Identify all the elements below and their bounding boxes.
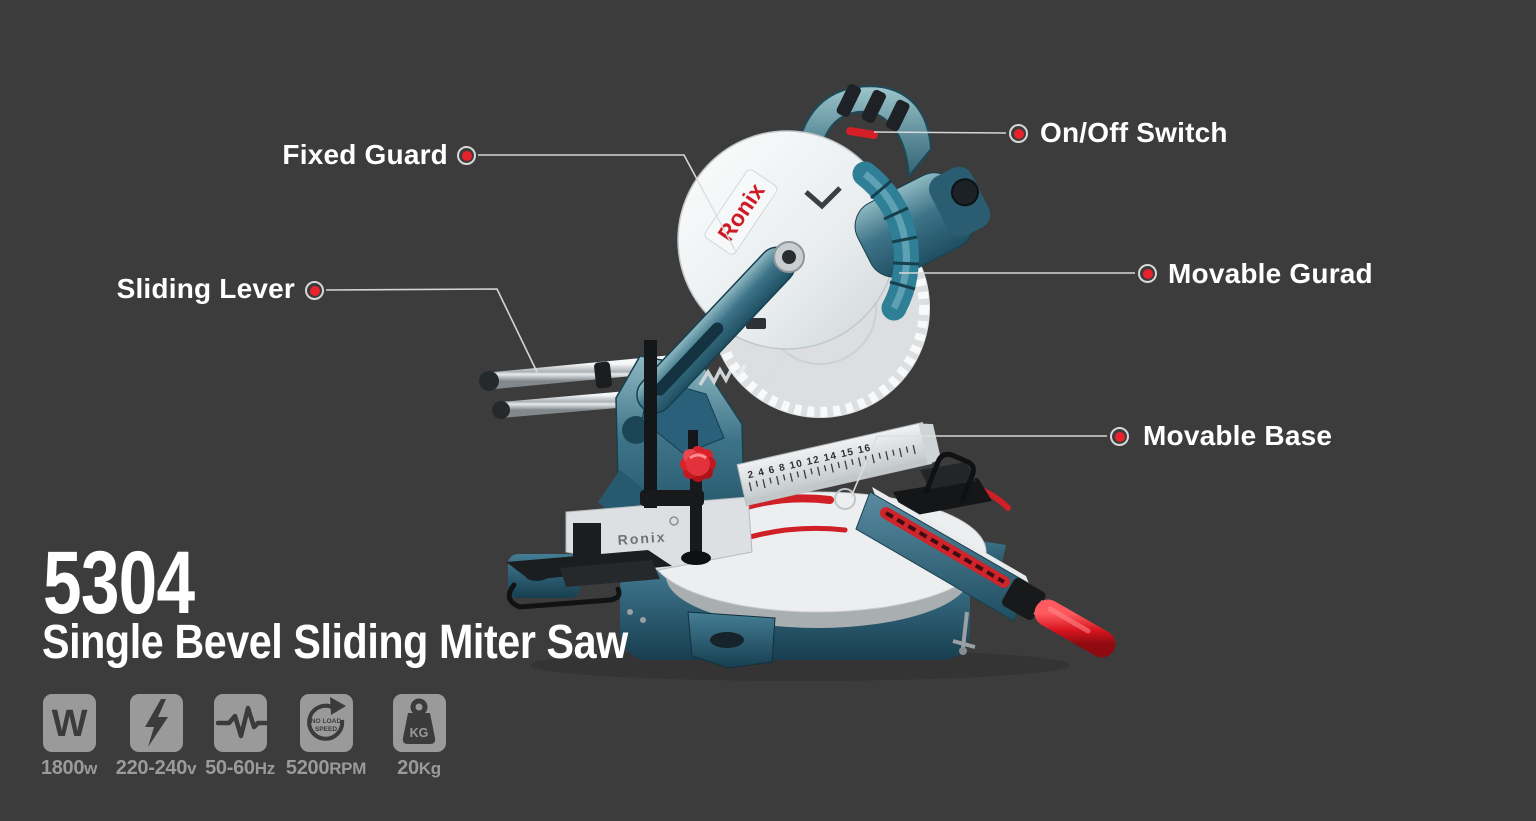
left-support-bracket [506, 523, 672, 623]
callout-dot-movable-guard [1138, 264, 1157, 283]
work-clamp [640, 340, 716, 565]
red-dot-icon [1013, 128, 1024, 139]
callout-label-movable-base: Movable Base [1143, 420, 1333, 451]
clamp-knob [680, 446, 716, 482]
callout-line-on-off-switch [873, 131, 1007, 134]
speed-icon-text-1: NO LOAD [310, 718, 341, 725]
weight-icon: KG [392, 694, 446, 752]
frequency-icon [213, 694, 267, 752]
depth-screw [952, 611, 976, 649]
base-front-foot [687, 611, 776, 669]
spec-power: W 1800w [9, 694, 129, 780]
spec-voltage-label: 220-240v [115, 757, 197, 779]
fence-scale-ticks [748, 444, 916, 492]
callout-label-movable-guard: Movable Gurad [1168, 258, 1373, 289]
speed-icon: NO LOAD SPEED [299, 694, 353, 752]
weight-icon-text: KG [409, 726, 428, 740]
callout-line-sliding-lever [325, 288, 538, 373]
callout-dot-movable-base [1110, 427, 1129, 446]
callout-dot-on-off-switch [1009, 124, 1028, 143]
watt-icon-glyph: W [51, 703, 87, 745]
callout-label-on-off-switch: On/Off Switch [1040, 117, 1228, 148]
red-dot-icon [1114, 431, 1125, 442]
product-name: Single Bevel Sliding Miter Saw [42, 616, 628, 669]
on-off-switch-part [846, 127, 878, 139]
spec-power-label: 1800w [40, 757, 98, 779]
callout-line-movable-base [850, 435, 1107, 498]
rear-carry-handle [893, 451, 992, 517]
callout-label-fixed-guard: Fixed Guard [282, 139, 448, 170]
spec-frequency: 50-60Hz [180, 694, 300, 780]
red-dot-icon [461, 150, 472, 161]
guard-vent-mark [804, 186, 842, 210]
callout-label-sliding-lever: Sliding Lever [116, 273, 295, 304]
callout-dot-fixed-guard [457, 146, 476, 165]
voltage-icon [129, 694, 183, 752]
spec-speed-label: 5200RPM [285, 757, 367, 779]
grip-stripes [836, 83, 910, 132]
red-dot-icon [309, 285, 320, 296]
spec-voltage: 220-240v [96, 694, 216, 780]
red-dot-icon [1142, 268, 1153, 279]
fence-left: Ronix [565, 496, 753, 571]
speed-icon-text-2: SPEED [314, 726, 337, 733]
product-model: 5304 [43, 532, 195, 632]
miter-grip-handle [1034, 599, 1116, 658]
sliding-lever-arm [636, 241, 805, 414]
spec-weight-label: 20Kg [397, 757, 441, 779]
callout-line-fixed-guard [478, 154, 737, 253]
spec-frequency-label: 50-60Hz [205, 757, 275, 779]
fence-brand-text: Ronix [617, 529, 667, 548]
watt-icon: W [42, 694, 96, 752]
spec-speed: NO LOAD SPEED 5200RPM [266, 694, 386, 780]
callout-dot-sliding-lever [305, 281, 324, 300]
fence-scale: 2 4 6 8 10 12 14 15 16 [736, 421, 942, 507]
miter-lock-arm [855, 487, 1116, 658]
spec-weight: KG 20Kg [359, 694, 479, 780]
movable-guard-part [852, 161, 920, 321]
